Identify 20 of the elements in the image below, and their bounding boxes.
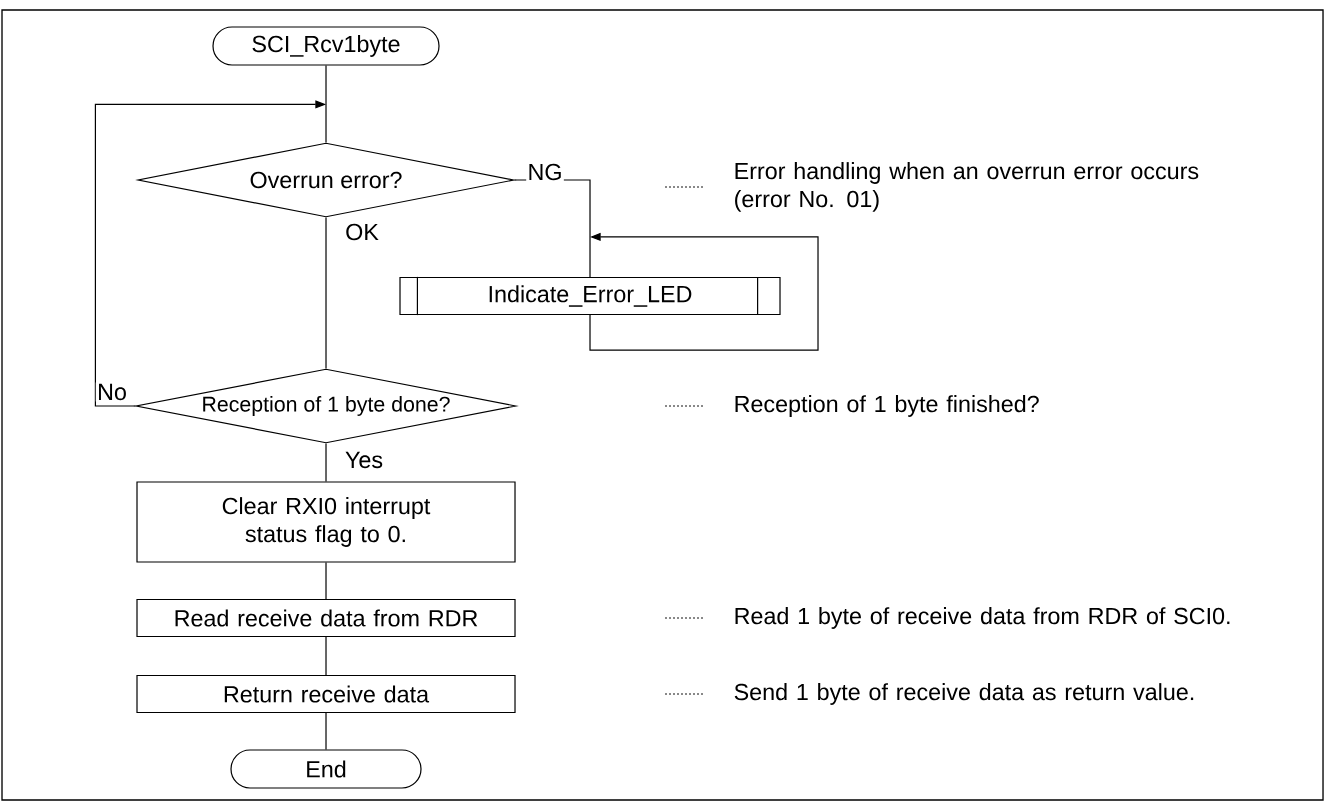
connector-line <box>325 562 327 600</box>
edge-label: No <box>95 382 129 402</box>
edge-label: NG <box>526 162 564 182</box>
note-text: Error handling when an overrun error occurs (error No. 01) <box>735 162 1199 212</box>
connector-line <box>325 712 327 750</box>
connector-line <box>325 217 327 369</box>
start-terminal: SCI_Rcv1byte <box>212 26 440 66</box>
process-box: Return receive data <box>136 674 516 714</box>
connector-line <box>325 636 327 676</box>
edge-label: OK <box>343 222 381 242</box>
subroutine-box: Indicate_Error_LED <box>399 276 781 316</box>
process-box: Read receive data from RDR <box>136 598 516 638</box>
connector-line <box>325 443 327 482</box>
edge-label: Yes <box>343 450 385 470</box>
note-text: Reception of 1 byte finished? <box>735 395 1039 417</box>
end-terminal: End <box>230 749 422 789</box>
note-text: Read 1 byte of receive data from RDR of SCI0. <box>735 607 1230 629</box>
note-text: Send 1 byte of receive data as return value. <box>734 683 1194 705</box>
process-box: Clear RXI0 interrupt status flag to 0. <box>136 481 516 563</box>
connector-line <box>325 65 327 143</box>
